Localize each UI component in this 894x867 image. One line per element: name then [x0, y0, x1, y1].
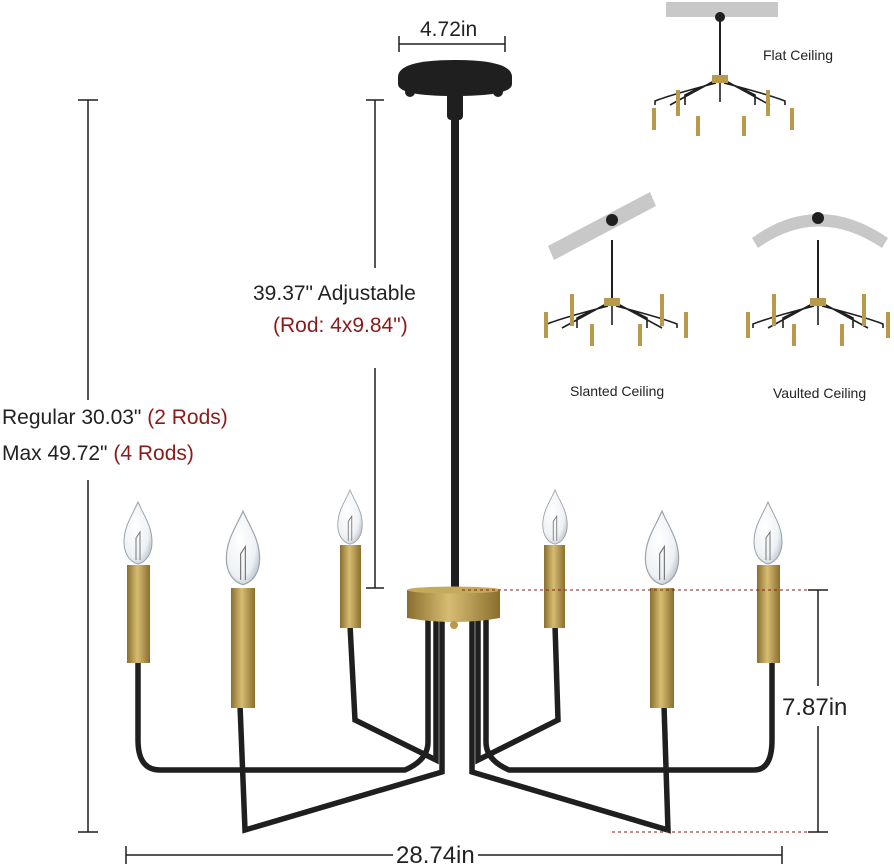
flat-ceiling-label: Flat Ceiling [763, 47, 834, 63]
slanted-ceiling-thumbnail [544, 192, 688, 346]
body-height-label: 7.87in [782, 694, 848, 721]
regular-height-label: Regular 30.03" (2 Rods) [2, 406, 228, 430]
max-height-label: Max 49.72" (4 Rods) [2, 442, 194, 466]
vaulted-ceiling-label: Vaulted Ceiling [773, 385, 867, 401]
slanted-ceiling-label: Slanted Ceiling [570, 383, 665, 399]
regular-height-value: Regular 30.03" [2, 406, 148, 429]
canopy [398, 60, 512, 120]
regular-rods-note: (2 Rods) [147, 406, 228, 429]
vaulted-ceiling-thumbnail [746, 212, 890, 346]
flat-ceiling-thumbnail [652, 2, 794, 136]
max-height-value: Max 49.72" [2, 442, 114, 465]
reference-dashes [462, 589, 808, 833]
rod-detail-label: (Rod: 4x9.84") [273, 314, 408, 337]
canopy-width-label: 4.72in [420, 18, 478, 41]
center-body [407, 586, 501, 629]
chandelier-arms [135, 617, 775, 834]
down-rod [451, 118, 459, 590]
rod-length-label: 39.37" Adjustable [253, 282, 416, 305]
overall-width-label: 28.74in [393, 842, 478, 867]
max-rods-note: (4 Rods) [113, 442, 194, 465]
